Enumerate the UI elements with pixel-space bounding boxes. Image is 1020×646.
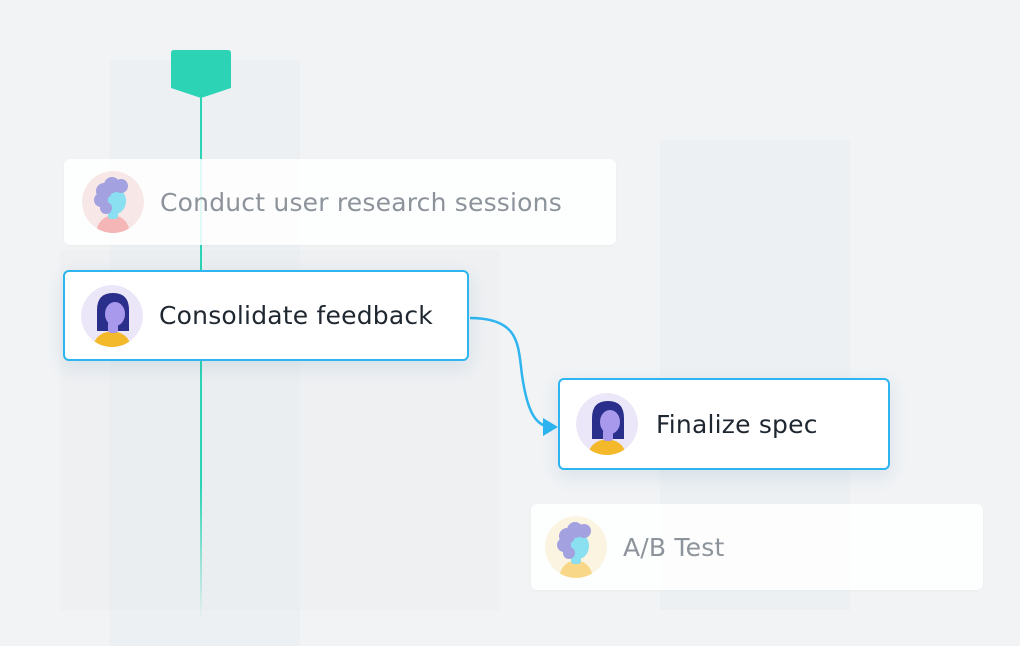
long-dark-hair-person-avatar: [576, 393, 638, 455]
task-label: Conduct user research sessions: [160, 187, 562, 217]
task-label: Finalize spec: [656, 409, 818, 439]
task-card-consolidate-feedback[interactable]: Consolidate feedback: [63, 270, 469, 361]
task-label: A/B Test: [623, 532, 725, 562]
milestone-flag-icon[interactable]: [171, 50, 231, 102]
dependency-arrow-icon: [543, 418, 558, 436]
long-dark-hair-person-avatar: [81, 284, 143, 347]
task-card-conduct-user-research[interactable]: Conduct user research sessions: [64, 159, 616, 245]
task-card-ab-test[interactable]: A/B Test: [531, 504, 983, 590]
task-label: Consolidate feedback: [159, 301, 433, 330]
task-card-finalize-spec[interactable]: Finalize spec: [558, 378, 890, 470]
curly-hair-person-avatar: [545, 516, 607, 578]
curly-hair-person-avatar: [82, 171, 144, 233]
